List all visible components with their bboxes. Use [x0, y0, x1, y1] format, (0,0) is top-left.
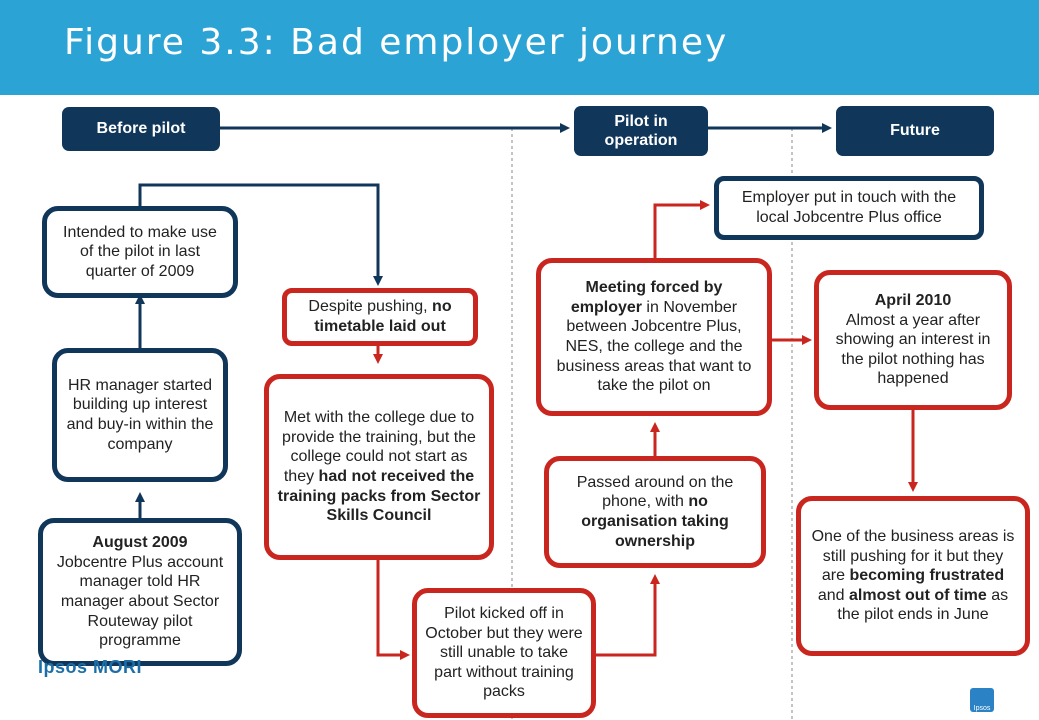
box-april-2010: April 2010 Almost a year after showing a… — [814, 270, 1012, 410]
box-text: Pilot kicked off in October but they wer… — [425, 605, 583, 701]
phase-pilot-in-operation: Pilot in operation — [574, 106, 708, 156]
box-meeting-forced: Meeting forced by employer in November b… — [536, 258, 772, 416]
title-banner: Figure 3.3: Bad employer journey — [0, 0, 1039, 95]
ipsos-logo-icon: Ipsos — [970, 688, 994, 712]
box-met-college: Met with the college due to provide the … — [264, 374, 494, 560]
box-emphasis: Meeting forced by employer — [570, 279, 723, 316]
box-text: Passed around on the phone, with no orga… — [557, 473, 753, 551]
flow-arrow — [376, 560, 410, 660]
flow-arrow — [595, 574, 660, 657]
box-one-business-area: One of the business areas is still pushi… — [796, 496, 1030, 656]
box-text: HR manager started building up interest … — [66, 376, 214, 453]
box-pilot-kicked-off: Pilot kicked off in October but they wer… — [412, 588, 596, 718]
box-body: Passed around on the phone, with — [576, 473, 734, 511]
phase-label: Future — [890, 122, 940, 140]
flow-arrow — [138, 183, 383, 286]
box-body: One of the business areas is still pushi… — [811, 528, 1015, 585]
box-body: in November between Jobcentre Plus, NES,… — [556, 298, 752, 395]
phase-label: Pilot in operation — [604, 112, 678, 149]
flow-arrow — [653, 200, 710, 258]
box-intended-use: Intended to make use of the pilot in las… — [42, 206, 238, 298]
box-emphasis: had not received the training packs from… — [277, 468, 481, 525]
box-emphasis: no timetable laid out — [314, 298, 452, 335]
box-heading: April 2010 — [874, 292, 952, 310]
box-text: Employer put in touch with the local Job… — [741, 189, 957, 226]
ipsos-mori-logo: Ipsos MORI — [38, 657, 143, 677]
box-august-2009: August 2009 Jobcentre Plus account manag… — [38, 518, 242, 666]
box-body: as the pilot ends in June — [837, 586, 1009, 624]
box-emphasis: almost out of time — [849, 586, 987, 604]
box-body: Almost a year after showing an interest … — [835, 311, 991, 388]
box-text: August 2009 Jobcentre Plus account manag… — [51, 533, 229, 650]
box-body: Met with the college due to provide the … — [282, 409, 476, 485]
box-text: Meeting forced by employer in November b… — [549, 278, 759, 395]
box-text: Despite pushing, no timetable laid out — [295, 297, 465, 336]
phase-before-pilot: Before pilot — [62, 107, 220, 151]
box-body: Despite pushing, — [308, 298, 433, 316]
phase-label: Before pilot — [96, 120, 186, 138]
box-emphasis: becoming frustrated — [849, 567, 1005, 585]
box-text: April 2010 Almost a year after showing a… — [827, 291, 999, 389]
box-body: Jobcentre Plus account manager told HR m… — [56, 553, 224, 650]
box-body: and — [817, 586, 849, 604]
box-hr-manager: HR manager started building up interest … — [52, 348, 228, 482]
phase-future: Future — [836, 106, 994, 156]
box-emphasis: no organisation taking ownership — [581, 493, 729, 550]
box-despite-pushing: Despite pushing, no timetable laid out — [282, 288, 478, 346]
figure-title: Figure 3.3: Bad employer journey — [64, 22, 729, 63]
box-text: One of the business areas is still pushi… — [809, 527, 1017, 625]
box-heading: August 2009 — [92, 534, 188, 552]
box-passed-around: Passed around on the phone, with no orga… — [544, 456, 766, 568]
box-employer-touch: Employer put in touch with the local Job… — [714, 176, 984, 240]
box-text: Met with the college due to provide the … — [277, 408, 481, 525]
box-text: Intended to make use of the pilot in las… — [63, 223, 217, 280]
